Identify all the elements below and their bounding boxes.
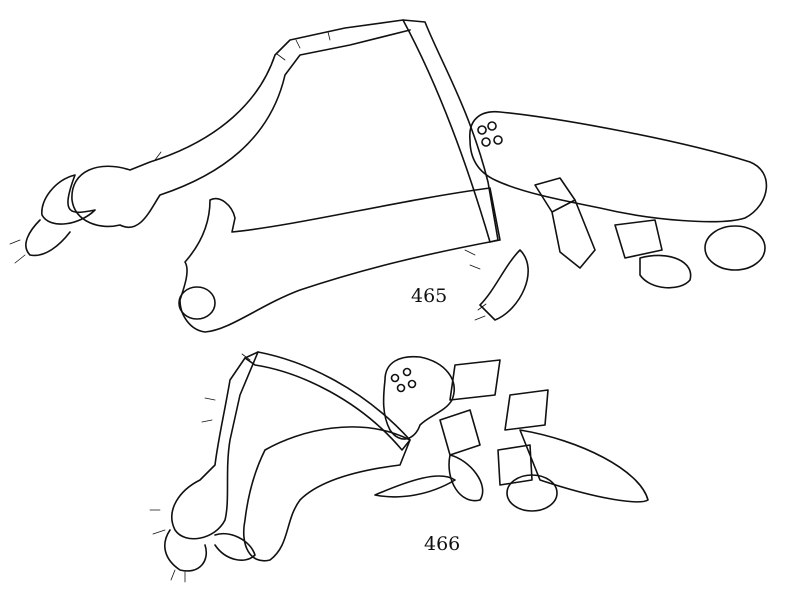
eye xyxy=(407,379,417,389)
leg-466 xyxy=(497,389,649,503)
palp-tip-466 xyxy=(164,529,256,572)
body-466 xyxy=(243,426,411,562)
palp-465 xyxy=(71,19,411,228)
leg-465 xyxy=(704,225,766,271)
palp-466 xyxy=(244,351,411,451)
leg-465 xyxy=(534,177,596,269)
leg-466 xyxy=(506,474,558,512)
eye xyxy=(402,367,412,377)
carapace-465 xyxy=(469,111,768,223)
figure-466-drawing xyxy=(149,351,649,583)
palp-tip-465 xyxy=(25,174,96,257)
setae xyxy=(9,31,487,321)
eye xyxy=(481,137,491,147)
eye xyxy=(390,373,400,383)
eye xyxy=(493,135,503,145)
carapace-466 xyxy=(382,355,455,440)
palp-466 xyxy=(171,351,259,540)
setae xyxy=(149,353,251,583)
figure-465-drawing xyxy=(9,19,768,333)
spinneret-465 xyxy=(178,286,216,320)
palp-465 xyxy=(402,19,499,243)
leg-465 xyxy=(614,219,692,289)
leg-466 xyxy=(439,359,501,502)
eye xyxy=(396,383,406,393)
figure-label-466: 466 xyxy=(424,533,461,555)
figure-label-465: 465 xyxy=(411,285,448,307)
abdomen-465 xyxy=(179,187,501,333)
leg-465 xyxy=(479,249,529,321)
leg-466 xyxy=(374,475,456,498)
eye xyxy=(477,125,487,135)
eye xyxy=(487,121,497,131)
